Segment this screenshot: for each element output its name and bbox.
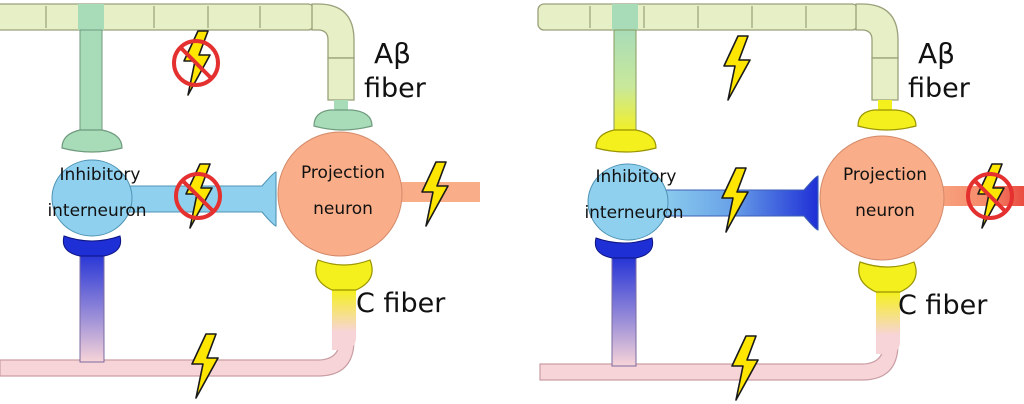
abeta-label-line2: fiber	[908, 73, 971, 104]
abeta-fiber-top	[0, 3, 315, 31]
inhibitory-label-line1: Inhibitory	[60, 165, 141, 185]
abeta-label-line2: fiber	[364, 73, 427, 104]
inhibitory-lower-branch	[611, 253, 637, 367]
c-fiber-axon	[0, 289, 355, 377]
inhibitory-interneuron-soma	[587, 163, 669, 241]
c-fiber-vertical	[332, 290, 356, 350]
abeta-label-line1: Aβ	[918, 37, 955, 70]
projection-label-line1: Projection	[843, 165, 927, 185]
blocked-signal-abeta	[172, 30, 220, 96]
inhibitory-lower-terminal	[594, 237, 654, 259]
abeta-terminal	[857, 109, 917, 131]
abeta-collateral	[79, 29, 103, 135]
projection-label-line2: neuron	[855, 201, 915, 221]
inhibitory-label-line2: interneuron	[584, 203, 683, 223]
abeta-fiber-corner	[855, 3, 899, 59]
projection-label-line1: Projection	[301, 163, 385, 183]
panel-right: Inhibitory interneuron Projection neuron…	[537, 3, 1024, 401]
inhibitory-interneuron-soma	[51, 159, 133, 237]
abeta-terminal	[313, 109, 373, 131]
cfiber-label: C fiber	[898, 290, 988, 321]
abeta-fiber-corner	[311, 3, 355, 59]
inhibitory-lower-branch	[79, 249, 105, 363]
blocked-signal-projection	[966, 163, 1014, 229]
abeta-collateral-terminal	[61, 129, 123, 153]
c-fiber-terminal	[315, 259, 373, 291]
abeta-fiber-vertical	[327, 57, 355, 101]
inhibitory-lower-terminal	[62, 235, 122, 257]
abeta-collateral-terminal	[595, 129, 657, 153]
c-fiber-vertical	[876, 292, 900, 354]
inhibitory-label-line1: Inhibitory	[596, 167, 677, 187]
panel-left: Inhibitory interneuron Projection neuron…	[0, 3, 480, 399]
abeta-label-line1: Aβ	[374, 37, 411, 70]
projection-label-line2: neuron	[313, 199, 373, 219]
abeta-branch-node	[78, 4, 104, 30]
projection-neuron-soma	[819, 135, 945, 261]
lightning-bolt-icon	[723, 35, 751, 101]
projection-neuron-soma	[277, 131, 403, 257]
abeta-fiber-vertical	[871, 57, 899, 101]
blocked-signal-interneuron	[174, 163, 222, 229]
abeta-branch-node	[612, 4, 638, 30]
cfiber-label: C fiber	[356, 288, 446, 319]
inhibitory-label-line2: interneuron	[47, 201, 146, 221]
abeta-collateral	[613, 29, 637, 135]
c-fiber-axon	[539, 291, 899, 381]
c-fiber-terminal	[858, 261, 917, 293]
